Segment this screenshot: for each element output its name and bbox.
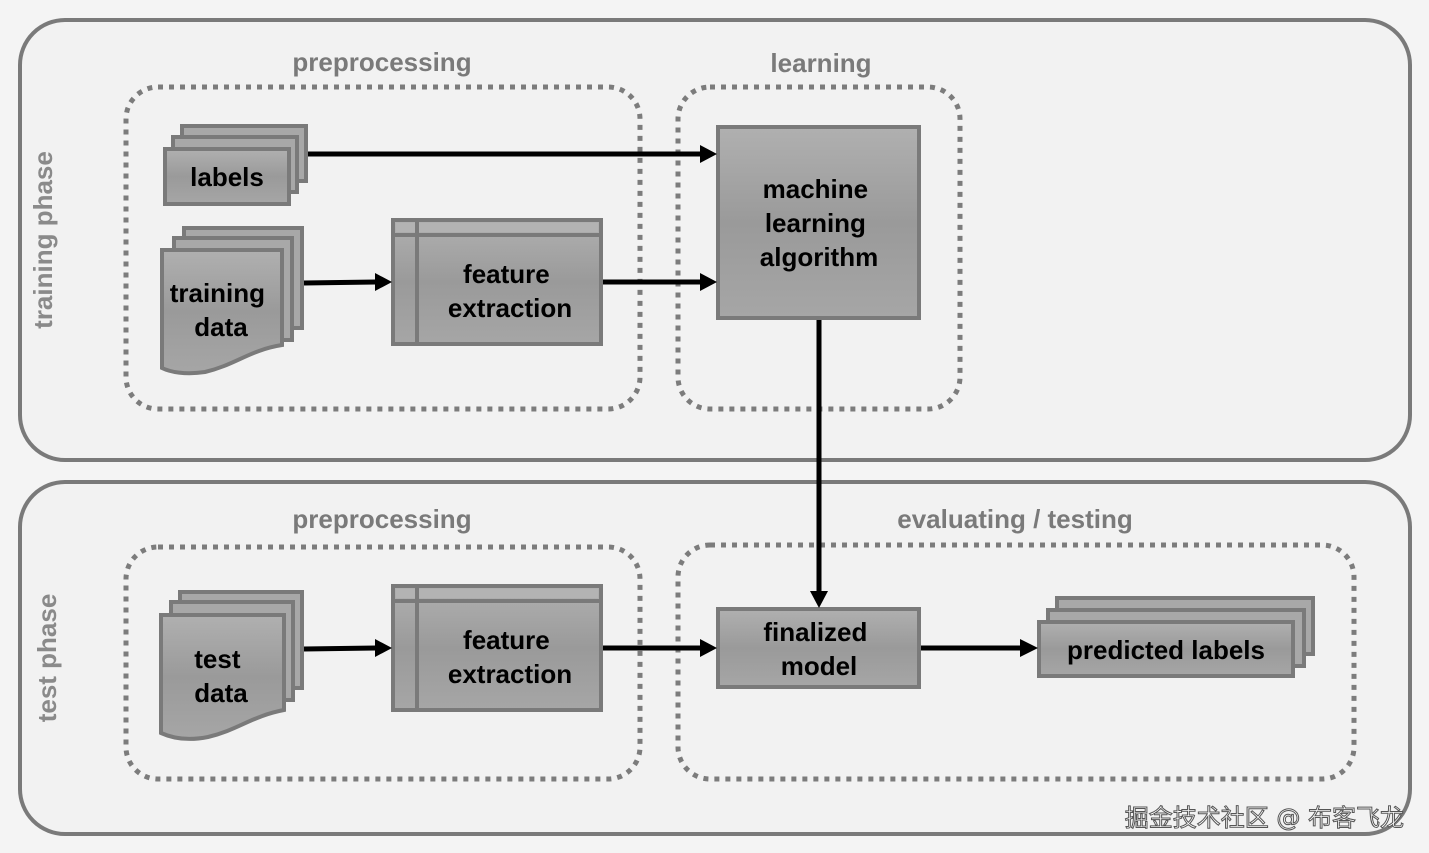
edge-feature-extraction-to-finalized-model (603, 639, 717, 657)
test-phase-label: test phase (32, 594, 62, 723)
edge-finalized-model-to-predicted-labels (921, 639, 1038, 657)
predicted-labels-node: predicted labels (1037, 596, 1315, 678)
test-feature-extraction-label: feature extraction (448, 625, 572, 689)
watermark: 掘金技术社区 @ 布客飞龙 (1125, 804, 1404, 832)
test-feature-extraction-node: feature extraction (391, 584, 603, 712)
train-preprocessing-label: preprocessing (292, 47, 471, 77)
finalized-model-node: finalized model (716, 607, 921, 689)
learning-label: learning (770, 48, 871, 78)
train-feature-extraction-label: feature extraction (448, 259, 572, 323)
test-preprocessing-label: preprocessing (292, 504, 471, 534)
arrowhead-icon (375, 273, 392, 291)
ml-algorithm-label: machine learning algorithm (760, 174, 878, 272)
predicted-labels-label: predicted labels (1067, 635, 1265, 665)
arrowhead-icon (700, 639, 717, 657)
ml-algorithm-node: machine learning algorithm (716, 125, 921, 320)
evaluating-label: evaluating / testing (897, 504, 1133, 534)
labels-node: labels (163, 124, 308, 206)
arrowhead-icon (700, 145, 717, 163)
test-phase-container (18, 480, 1412, 836)
finalized-model-label: finalized model (763, 617, 874, 681)
test-preprocessing-group (123, 544, 643, 782)
arrowhead-icon (375, 639, 392, 657)
evaluating-group (675, 542, 1357, 782)
training-phase-label: training phase (28, 151, 58, 329)
labels-node-label: labels (190, 162, 264, 192)
edge-ml-algorithm-to-finalized-model (810, 320, 828, 608)
training-data-node-label: training data (170, 278, 273, 342)
test-data-node: test data (159, 590, 304, 741)
arrowhead-icon (700, 273, 717, 291)
train-feature-extraction-node: feature extraction (391, 218, 603, 346)
test-data-node-label: test data (194, 644, 248, 708)
edge-feature-extraction-to-ml-algorithm (603, 273, 717, 291)
train-preprocessing-group (123, 84, 643, 412)
edge-training-data-to-feature-extraction (303, 273, 392, 291)
edge-test-data-to-feature-extraction (303, 639, 392, 657)
training-data-node: training data (160, 226, 304, 376)
arrowhead-icon (1020, 639, 1038, 657)
arrowhead-icon (810, 591, 828, 608)
edge-labels-to-ml-algorithm (308, 145, 717, 163)
training-phase-container (18, 18, 1412, 462)
